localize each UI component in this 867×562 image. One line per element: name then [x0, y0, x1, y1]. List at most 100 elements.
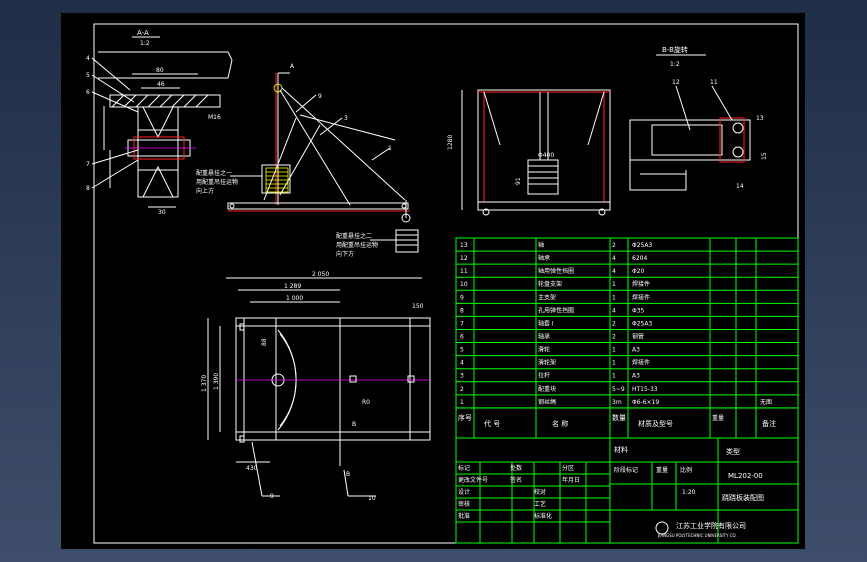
- section-a-a-view: A-A 1:2 80 4 6 30 M16: [86, 29, 233, 216]
- bom-row-qty: 1: [612, 373, 616, 380]
- bom-header-no: 序号: [458, 413, 472, 422]
- bom-row-name: 轴: [538, 241, 544, 249]
- bom-row-no: 5: [460, 347, 464, 354]
- title-role-label: 工艺: [534, 500, 546, 508]
- svg-text:13: 13: [756, 115, 764, 122]
- bom-row-material: Φ35: [632, 307, 645, 314]
- bom-row-qty: 2: [612, 242, 616, 249]
- svg-text:9: 9: [318, 93, 322, 100]
- bom-row-material: Φ20: [632, 268, 645, 275]
- title-material-label: 材料: [614, 445, 628, 454]
- title-block: 材料 类型 ML202-00 跷跷板装配图 阶段标记 重量 比例 1:20 江苏…: [455, 437, 799, 544]
- title-material-value: 类型: [726, 447, 740, 456]
- bom-row-material: Φ6-6×19: [632, 399, 659, 406]
- bom-row-no: 13: [460, 242, 468, 249]
- bom-row-material: Φ25A3: [632, 320, 652, 327]
- section-aa-title: A-A: [137, 29, 149, 37]
- bom-row-qty: 4: [612, 307, 616, 314]
- dim-1390: 1 390: [213, 373, 220, 390]
- dim-1289: 1 289: [284, 283, 301, 290]
- dim-91: 91: [515, 177, 522, 185]
- title-stage-label: 阶段标记: [614, 466, 638, 474]
- dim-88: 88: [261, 338, 268, 346]
- note-position-a-line3: 向上方: [196, 187, 214, 195]
- title-scale-label: 比例: [680, 466, 692, 474]
- bom-row-qty: 1: [612, 281, 616, 288]
- title-company-name: 江苏工业学院有限公司: [676, 521, 746, 530]
- bom-row-material: 焊接件: [632, 293, 650, 301]
- bom-row-material: Φ25A3: [632, 242, 652, 249]
- company-logo-icon: [655, 521, 669, 535]
- dim-30: 30: [158, 209, 166, 216]
- bom-row-no: 12: [460, 255, 468, 262]
- svg-text:12: 12: [672, 79, 680, 86]
- bom-row-no: 6: [460, 333, 464, 340]
- bom-header-code: 代 号: [484, 419, 500, 428]
- bom-row-material: 6204: [632, 255, 647, 262]
- bom-row-name: 钢丝绳: [538, 398, 556, 406]
- section-aa-scale: 1:2: [140, 40, 150, 47]
- bom-row-name: 轴套 I: [538, 319, 554, 327]
- bom-row-no: 2: [460, 386, 464, 393]
- note-position-b-line2: 用配重吊挂运物: [336, 241, 378, 249]
- bom-row-material: 焊接件: [632, 280, 650, 288]
- dim-1280: 1280: [447, 135, 454, 150]
- bom-row-material: 钢管: [632, 332, 644, 340]
- bom-row-qty: 2: [612, 320, 616, 327]
- bom-row-name: 滑轮架: [538, 359, 556, 367]
- title-role-label: 审核: [458, 500, 470, 508]
- bom-row-qty: 2: [612, 333, 616, 340]
- title-role-label: 校对: [534, 488, 546, 496]
- bom-row-qty: 5~9: [612, 386, 625, 393]
- title-drawing-number: ML202-00: [728, 472, 763, 480]
- dim-phi400: Φ400: [538, 152, 554, 159]
- bom-row-material: A3: [632, 347, 640, 354]
- section-mark-b2: B: [346, 471, 350, 478]
- svg-text:4: 4: [86, 55, 90, 62]
- plan-leader-10: 10: [368, 495, 376, 502]
- title-scale-value: 1:20: [682, 489, 696, 496]
- plan-view: 2 050 1 289 1 000 150 1 370 1 390 88 R0 …: [201, 271, 431, 502]
- bom-row-name: 主支架: [538, 293, 556, 301]
- title-revision-label: 签名: [510, 476, 522, 484]
- bom-header-weight: 重量: [712, 414, 724, 422]
- title-drawing-name: 跷跷板装配图: [722, 493, 764, 502]
- bom-row-qty: 1: [612, 360, 616, 367]
- bom-row-qty: 1: [612, 294, 616, 301]
- title-role-label: 批准: [458, 512, 470, 520]
- svg-text:6: 6: [86, 89, 90, 96]
- drawing-sheet: A-A 1:2 80 4 6 30 M16: [61, 13, 805, 549]
- svg-text:7: 7: [86, 161, 90, 168]
- bom-header-material: 材质及型号: [638, 419, 673, 428]
- dim-2050: 2 050: [312, 271, 329, 278]
- svg-text:1: 1: [388, 145, 392, 152]
- bom-row-qty: 3m: [612, 399, 622, 406]
- bom-row-qty: 4: [612, 255, 616, 262]
- dim-80: 80: [156, 67, 164, 74]
- bom-row-no: 11: [460, 268, 468, 275]
- bom-row-name: 滑轮: [538, 346, 550, 354]
- bom-header-name: 名 称: [552, 419, 568, 428]
- side-elevation-view: A 9 3 1: [196, 63, 419, 258]
- bom-row-name: 孔用弹性挡圈: [538, 306, 574, 314]
- bom-row-name: 配重块: [538, 385, 556, 393]
- dim-150: 150: [412, 303, 424, 310]
- bom-row-no: 7: [460, 320, 464, 327]
- bom-row-no: 1: [460, 399, 464, 406]
- bom-row-no: 4: [460, 360, 464, 367]
- bom-row-qty: 4: [612, 268, 616, 275]
- dim-m16: M16: [208, 114, 221, 121]
- bom-header-qty: 数量: [612, 413, 626, 422]
- bom-row-no: 8: [460, 307, 464, 314]
- view-arrow-a-label: A: [290, 63, 295, 70]
- drawing-canvas: A-A 1:2 80 4 6 30 M16: [86, 23, 799, 544]
- title-weight-label: 重量: [656, 466, 668, 474]
- bom-row-material: 焊接件: [632, 359, 650, 367]
- section-bb-title: B-B旋转: [662, 45, 688, 54]
- svg-text:3: 3: [344, 115, 348, 122]
- drawing-frame: [93, 23, 799, 544]
- bom-row-no: 3: [460, 373, 464, 380]
- title-role-label: 标准化: [534, 512, 552, 520]
